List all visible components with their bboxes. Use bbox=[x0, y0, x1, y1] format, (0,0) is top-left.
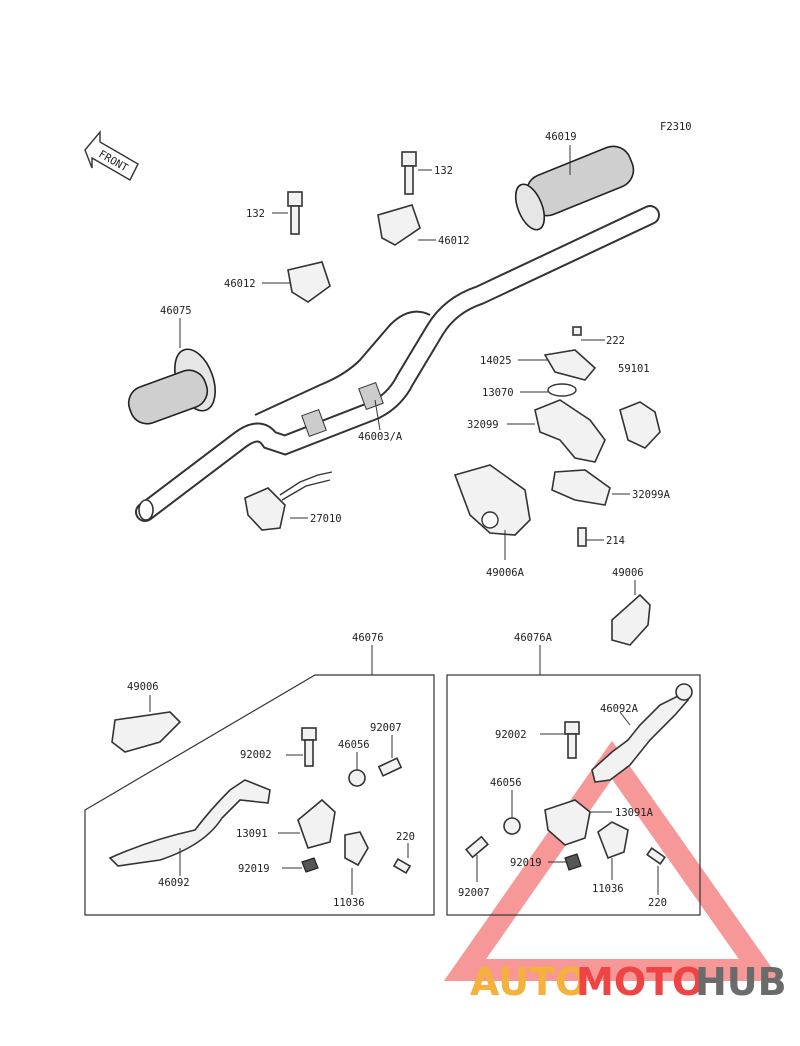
label-46092A: 46092A bbox=[600, 703, 639, 715]
left-grip bbox=[127, 318, 216, 425]
watermark-part2: MOTO bbox=[576, 960, 704, 1004]
label-92007-right: 92007 bbox=[458, 887, 490, 899]
label-92007-left: 92007 bbox=[370, 722, 402, 734]
kill-switch bbox=[244, 471, 333, 531]
label-46076: 46076 bbox=[352, 632, 384, 644]
label-49006-right: 49006 bbox=[612, 567, 644, 579]
watermark-part1: AUTO bbox=[470, 960, 587, 1004]
throttle-assembly bbox=[453, 326, 661, 646]
front-arrow-icon: FRONT bbox=[84, 130, 139, 181]
label-46003: 46003/A bbox=[358, 431, 403, 443]
watermark-triangle bbox=[443, 740, 782, 981]
label-46012-left: 46012 bbox=[224, 278, 256, 290]
label-11036-left: 11036 bbox=[333, 897, 365, 909]
label-92002-left: 92002 bbox=[240, 749, 272, 761]
label-92002-right: 92002 bbox=[495, 729, 527, 741]
label-13070: 13070 bbox=[482, 387, 514, 399]
label-59101: 59101 bbox=[618, 363, 650, 375]
label-220-right: 220 bbox=[648, 897, 667, 909]
watermark-logo: AUTO MOTO HUB bbox=[470, 960, 787, 1004]
label-27010: 27010 bbox=[310, 513, 342, 525]
figure-code: F2310 bbox=[660, 121, 692, 133]
left-lever-box bbox=[84, 645, 435, 916]
label-13091: 13091 bbox=[236, 828, 268, 840]
label-92019-left: 92019 bbox=[238, 863, 270, 875]
label-46012-right: 46012 bbox=[438, 235, 470, 247]
label-11036-right: 11036 bbox=[592, 883, 624, 895]
label-14025: 14025 bbox=[480, 355, 512, 367]
label-92019-right: 92019 bbox=[510, 857, 542, 869]
right-lever-box bbox=[446, 645, 701, 916]
label-46076A: 46076A bbox=[514, 632, 553, 644]
label-46075: 46075 bbox=[160, 305, 192, 317]
label-46092: 46092 bbox=[158, 877, 190, 889]
label-46056-left: 46056 bbox=[338, 739, 370, 751]
label-32099A: 32099A bbox=[632, 489, 671, 501]
label-220-left: 220 bbox=[396, 831, 415, 843]
upper-clamp-left bbox=[262, 191, 331, 303]
upper-clamp-right bbox=[377, 151, 436, 246]
label-214: 214 bbox=[606, 535, 625, 547]
label-13091A: 13091A bbox=[615, 807, 654, 819]
label-222: 222 bbox=[606, 335, 625, 347]
label-46056-right: 46056 bbox=[490, 777, 522, 789]
handlebar bbox=[135, 205, 660, 522]
label-132-right: 132 bbox=[434, 165, 453, 177]
label-49006-left: 49006 bbox=[127, 681, 159, 693]
label-132-left: 132 bbox=[246, 208, 265, 220]
label-49006A: 49006A bbox=[486, 567, 525, 579]
watermark-part3: HUB bbox=[695, 960, 787, 1004]
label-46019: 46019 bbox=[545, 131, 577, 143]
label-32099: 32099 bbox=[467, 419, 499, 431]
right-grip bbox=[514, 145, 635, 231]
